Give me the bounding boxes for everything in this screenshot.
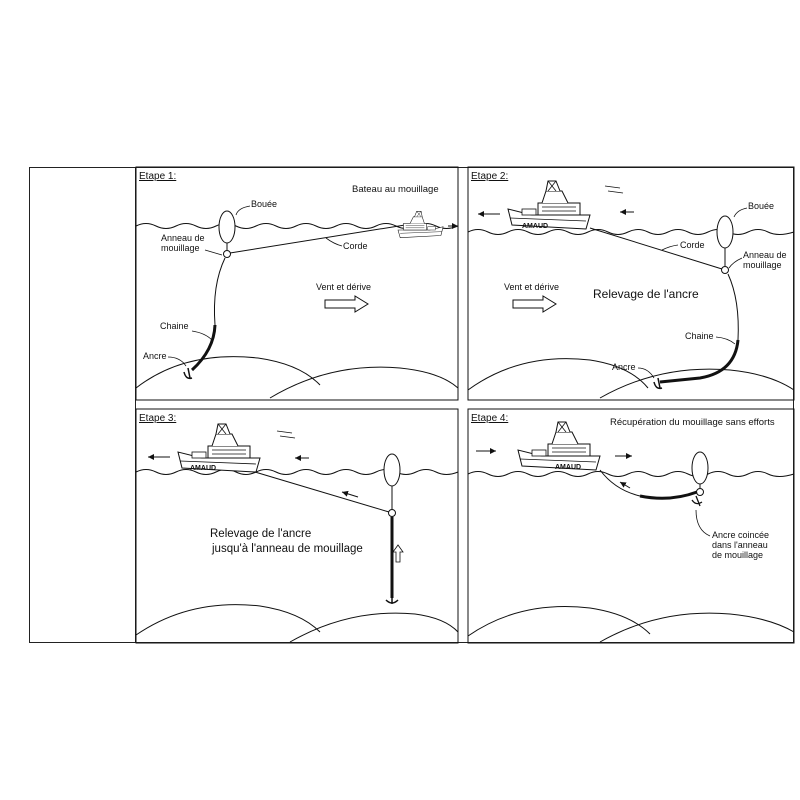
boat-name: AMAUD	[522, 223, 548, 230]
anchor-stuck-label-line3: de mouillage	[712, 550, 763, 560]
chain-label: Chaine	[685, 331, 714, 341]
side-column	[29, 167, 136, 643]
panel-4-caption: Récupération du mouillage sans efforts	[610, 417, 775, 428]
chain	[190, 324, 217, 372]
ring-label-line2: mouillage	[161, 243, 200, 253]
panel-2-caption: Relevage de l'ancre	[593, 287, 699, 301]
chain-label: Chaine	[160, 321, 189, 331]
wind-arrow-icon	[512, 295, 557, 313]
panel-3-caption-line2: jusqu'à l'anneau de mouillage	[211, 543, 363, 555]
panel-4: Etape 4: Récupération du mouillage sans …	[467, 408, 795, 644]
boat-icon	[517, 421, 601, 471]
boat-name: AMAUD	[190, 465, 216, 472]
buoy	[218, 210, 236, 244]
anchor-stuck-label-line2: dans l'anneau	[712, 540, 768, 550]
buoy-label: Bouée	[748, 201, 774, 211]
anchor-label: Ancre	[143, 351, 167, 361]
boat-icon	[397, 211, 444, 238]
anchor-icon	[183, 367, 193, 380]
ring-label-line2: mouillage	[743, 260, 782, 270]
wind-label: Vent et dérive	[316, 282, 371, 292]
rope	[229, 224, 406, 254]
water-line	[135, 223, 459, 229]
anchor-label: Ancre	[612, 362, 636, 372]
boat-name: AMAUD	[555, 464, 581, 471]
rope-down	[213, 257, 226, 326]
panel-2: Etape 2: Relevage de l'ancre AMAUD Bouée…	[467, 166, 795, 401]
anchor-stuck-label-line1: Ancre coincée	[712, 530, 769, 540]
panel-1-caption: Bateau au mouillage	[352, 184, 439, 195]
rope-label: Corde	[680, 240, 705, 250]
mooring-ring	[223, 250, 231, 258]
panel-3: Etape 3: Relevage de l'ancre jusqu'à l'a…	[135, 408, 459, 644]
wind-label: Vent et dérive	[504, 282, 559, 292]
panel-2-step: Etape 2:	[471, 171, 508, 182]
up-arrow-icon	[392, 544, 404, 563]
buoy-label: Bouée	[251, 199, 277, 209]
panel-3-caption-line1: Relevage de l'ancre	[210, 528, 311, 540]
ring-label-line1: Anneau de	[161, 233, 205, 243]
boat-icon	[507, 180, 591, 230]
seabed	[135, 356, 321, 389]
wind-arrow-icon	[324, 295, 369, 313]
panel-3-step: Etape 3:	[139, 413, 176, 424]
panel-4-step: Etape 4:	[471, 413, 508, 424]
rope-label: Corde	[343, 241, 368, 251]
panel-1-step: Etape 1:	[139, 171, 176, 182]
ring-label-line1: Anneau de	[743, 250, 787, 260]
panel-1: Etape 1: Bateau au mouillage Bouée Annea…	[135, 166, 459, 401]
